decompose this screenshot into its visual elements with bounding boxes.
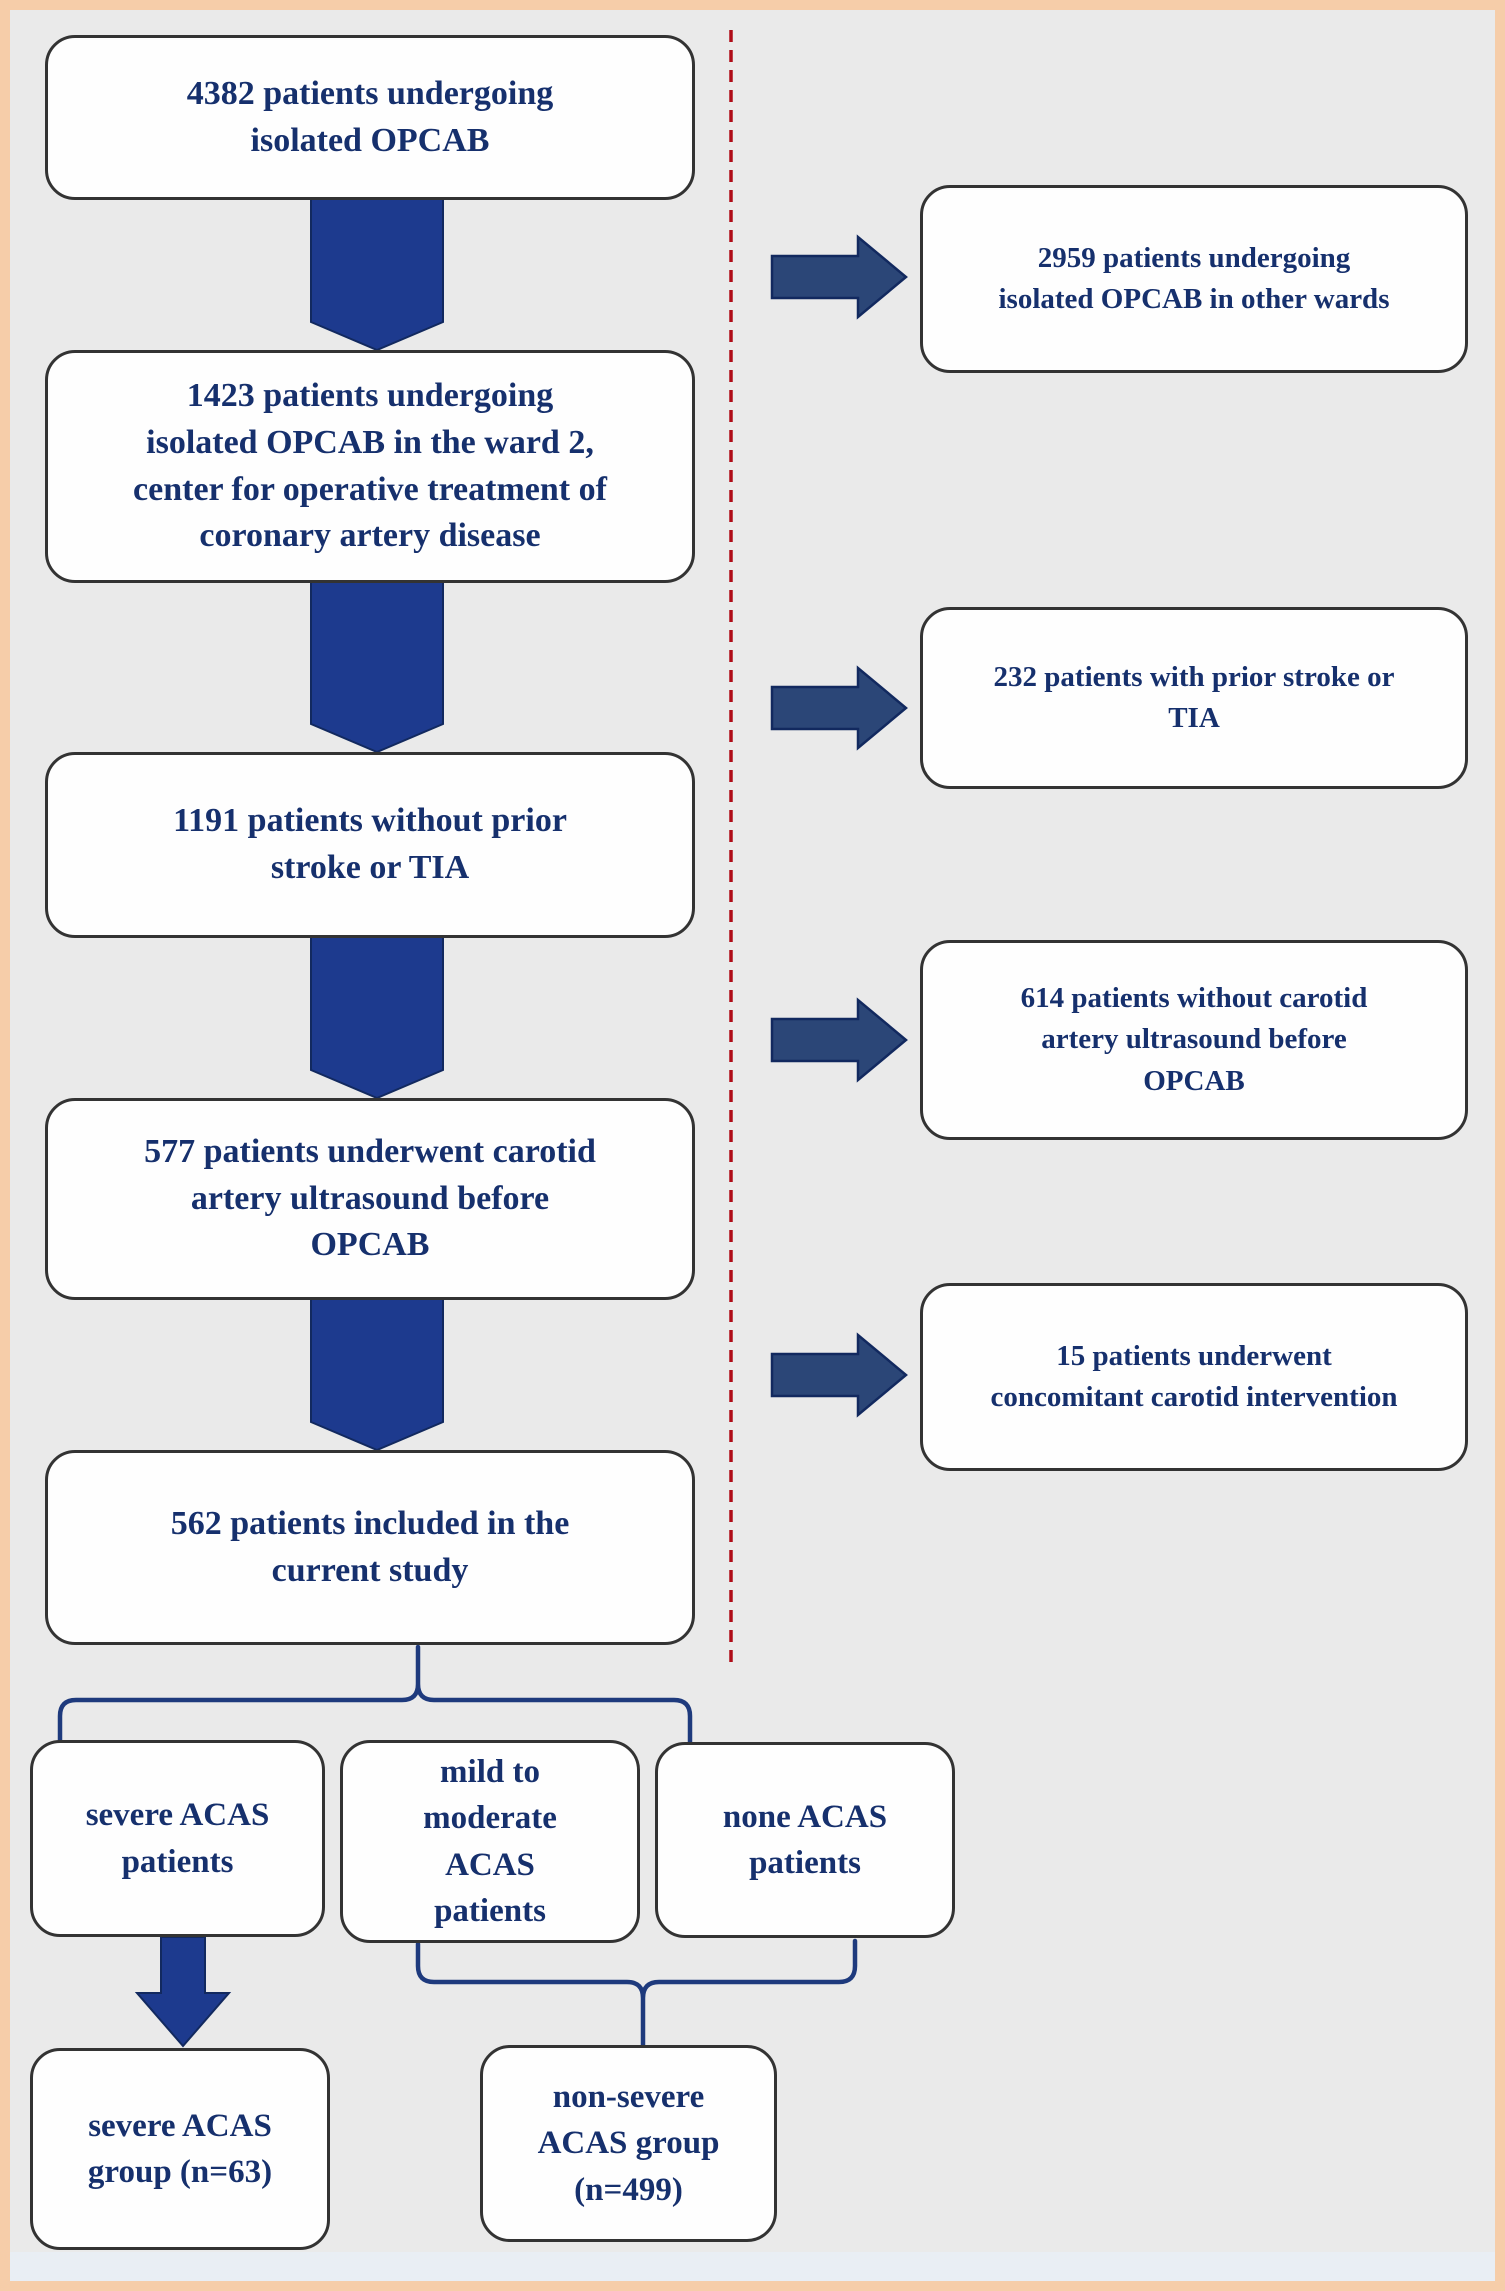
box-577-patients: 577 patients underwent carotid artery ul… (45, 1098, 695, 1300)
box-232-excluded: 232 patients with prior stroke or TIA (920, 607, 1468, 789)
box-mild-moderate-acas-patients-text: mild to moderate ACAS patients (423, 1754, 557, 1929)
box-4382-patients: 4382 patients undergoing isolated OPCAB (45, 35, 695, 200)
footer-strip (10, 2252, 1495, 2281)
box-614-text: 614 patients without carotid artery ultr… (1020, 982, 1368, 1097)
box-15-excluded: 15 patients underwent concomitant caroti… (920, 1283, 1468, 1471)
box-562-text: 562 patients included in the current stu… (170, 1504, 570, 1589)
box-severe-acas-group: severe ACAS group (n=63) (30, 2048, 330, 2250)
right-arrow-icon-3 (770, 997, 908, 1083)
right-arrow-icon-1 (770, 234, 908, 320)
box-1423-text: 1423 patients undergoing isolated OPCAB … (133, 376, 607, 555)
box-severe-acas-patients-text: severe ACAS patients (85, 1797, 270, 1880)
box-15-text: 15 patients underwent concomitant caroti… (990, 1339, 1398, 1413)
right-arrow-icon-2 (770, 665, 908, 751)
down-arrow-icon-2 (310, 580, 444, 754)
box-non-severe-acas-group: non-severe ACAS group (n=499) (480, 2045, 777, 2242)
box-severe-acas-patients: severe ACAS patients (30, 1740, 325, 1937)
down-arrow-icon-1 (310, 196, 444, 352)
box-severe-acas-group-text: severe ACAS group (n=63) (87, 2107, 273, 2190)
box-none-acas-patients-text: none ACAS patients (722, 1798, 888, 1881)
box-577-text: 577 patients underwent carotid artery ul… (144, 1132, 596, 1264)
box-562-patients: 562 patients included in the current stu… (45, 1450, 695, 1645)
box-mild-moderate-acas-patients: mild to moderate ACAS patients (340, 1740, 640, 1943)
split-bracket-connector (57, 1644, 693, 1751)
down-arrow-icon-4 (310, 1297, 444, 1452)
merge-bracket-connector (415, 1938, 858, 2049)
box-232-text: 232 patients with prior stroke or TIA (993, 660, 1395, 734)
box-1423-patients: 1423 patients undergoing isolated OPCAB … (45, 350, 695, 583)
box-614-excluded: 614 patients without carotid artery ultr… (920, 940, 1468, 1140)
down-block-arrow-icon (134, 1936, 232, 2048)
box-1191-text: 1191 patients without prior stroke or TI… (173, 802, 567, 886)
box-2959-text: 2959 patients undergoing isolated OPCAB … (998, 241, 1390, 315)
box-4382-text: 4382 patients undergoing isolated OPCAB (186, 74, 554, 159)
box-none-acas-patients: none ACAS patients (655, 1742, 955, 1938)
box-1191-patients: 1191 patients without prior stroke or TI… (45, 752, 695, 938)
right-arrow-icon-4 (770, 1332, 908, 1418)
box-2959-excluded: 2959 patients undergoing isolated OPCAB … (920, 185, 1468, 373)
down-arrow-icon-3 (310, 935, 444, 1100)
box-non-severe-acas-group-text: non-severe ACAS group (n=499) (537, 2079, 720, 2208)
